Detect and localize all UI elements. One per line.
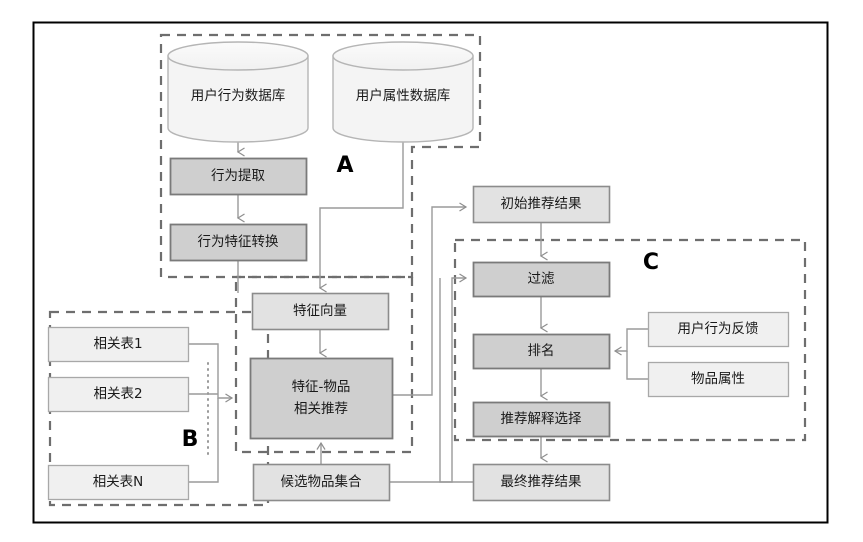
node-label: 用户属性数据库 <box>356 87 451 104</box>
node-label-line2: 相关推荐 <box>294 401 348 417</box>
node-label: 用户行为反馈 <box>678 320 759 337</box>
node-label: 最终推荐结果 <box>501 474 582 490</box>
node-initial-rec-result[interactable]: 初始推荐结果 <box>472 185 611 224</box>
connector-c11 <box>389 278 466 483</box>
node-box <box>169 157 308 196</box>
cylinder-top <box>332 41 474 71</box>
node-feature-vector[interactable]: 特征向量 <box>251 292 390 331</box>
node-box <box>472 333 611 370</box>
node-final-rec-result[interactable]: 最终推荐结果 <box>472 463 611 502</box>
node-box <box>249 357 394 440</box>
node-label: 推荐解释选择 <box>501 411 582 427</box>
connector-c17 <box>626 351 648 380</box>
region-label-b: B <box>182 427 199 452</box>
node-box <box>47 464 190 501</box>
node-box <box>169 223 308 262</box>
node-box <box>472 185 611 224</box>
node-box <box>47 326 190 363</box>
dashed-region-b <box>48 310 270 507</box>
node-label: 候选物品集合 <box>281 474 362 490</box>
node-box <box>472 463 611 502</box>
node-box <box>251 292 390 331</box>
node-ranking[interactable]: 排名 <box>472 333 611 370</box>
region-label-a: A <box>336 153 353 178</box>
node-user-behavior-feedback[interactable]: 用户行为反馈 <box>647 311 790 348</box>
node-related-table-n[interactable]: 相关表N <box>47 464 190 501</box>
dashed-region-c <box>453 238 807 442</box>
node-label: 相关表2 <box>93 386 142 402</box>
connector-c8 <box>188 398 219 483</box>
node-behavior-feature-conv[interactable]: 行为特征转换 <box>169 223 308 262</box>
node-label: 排名 <box>528 343 555 359</box>
node-label: 行为特征转换 <box>198 234 279 250</box>
node-label: 用户行为数据库 <box>191 87 286 104</box>
connector-c18 <box>439 278 473 483</box>
node-box <box>647 361 790 398</box>
node-label: 相关表1 <box>93 336 142 352</box>
node-behavior-extraction[interactable]: 行为提取 <box>169 157 308 196</box>
connector-layer <box>188 142 648 483</box>
region-label-c: C <box>643 250 659 275</box>
node-box <box>472 261 611 298</box>
cylinder-top <box>167 41 309 71</box>
node-related-table-2[interactable]: 相关表2 <box>47 376 190 413</box>
node-user-attribute-db[interactable]: 用户属性数据库 <box>332 41 474 143</box>
node-box <box>252 463 391 502</box>
node-label: 初始推荐结果 <box>501 195 582 212</box>
node-label: 特征向量 <box>293 303 347 319</box>
node-user-behavior-db[interactable]: 用户行为数据库 <box>167 41 309 143</box>
dashed-region-layer <box>48 33 807 507</box>
node-rec-explain-select[interactable]: 推荐解释选择 <box>472 401 611 438</box>
connector-c4 <box>320 142 404 288</box>
node-item-attribute[interactable]: 物品属性 <box>647 361 790 398</box>
node-box <box>647 311 790 348</box>
node-filter[interactable]: 过滤 <box>472 261 611 298</box>
connector-c16 <box>615 328 648 351</box>
node-label: 行为提取 <box>211 168 265 184</box>
dashed-region-b-inner <box>234 275 414 454</box>
node-box <box>47 376 190 413</box>
connector-c6 <box>188 343 232 398</box>
cylinder-body <box>167 55 309 143</box>
node-related-table-1[interactable]: 相关表1 <box>47 326 190 363</box>
node-candidate-item-set[interactable]: 候选物品集合 <box>252 463 391 502</box>
cylinder-body <box>332 55 474 143</box>
node-label: 过滤 <box>528 271 556 287</box>
region-label-layer: A B C <box>182 153 659 452</box>
dashed-region-a <box>159 33 482 279</box>
node-box <box>472 401 611 438</box>
connector-c10 <box>392 207 466 396</box>
node-label: 相关表N <box>93 474 144 490</box>
node-label: 物品属性 <box>691 371 745 387</box>
node-label: 特征-物品 <box>292 379 351 395</box>
